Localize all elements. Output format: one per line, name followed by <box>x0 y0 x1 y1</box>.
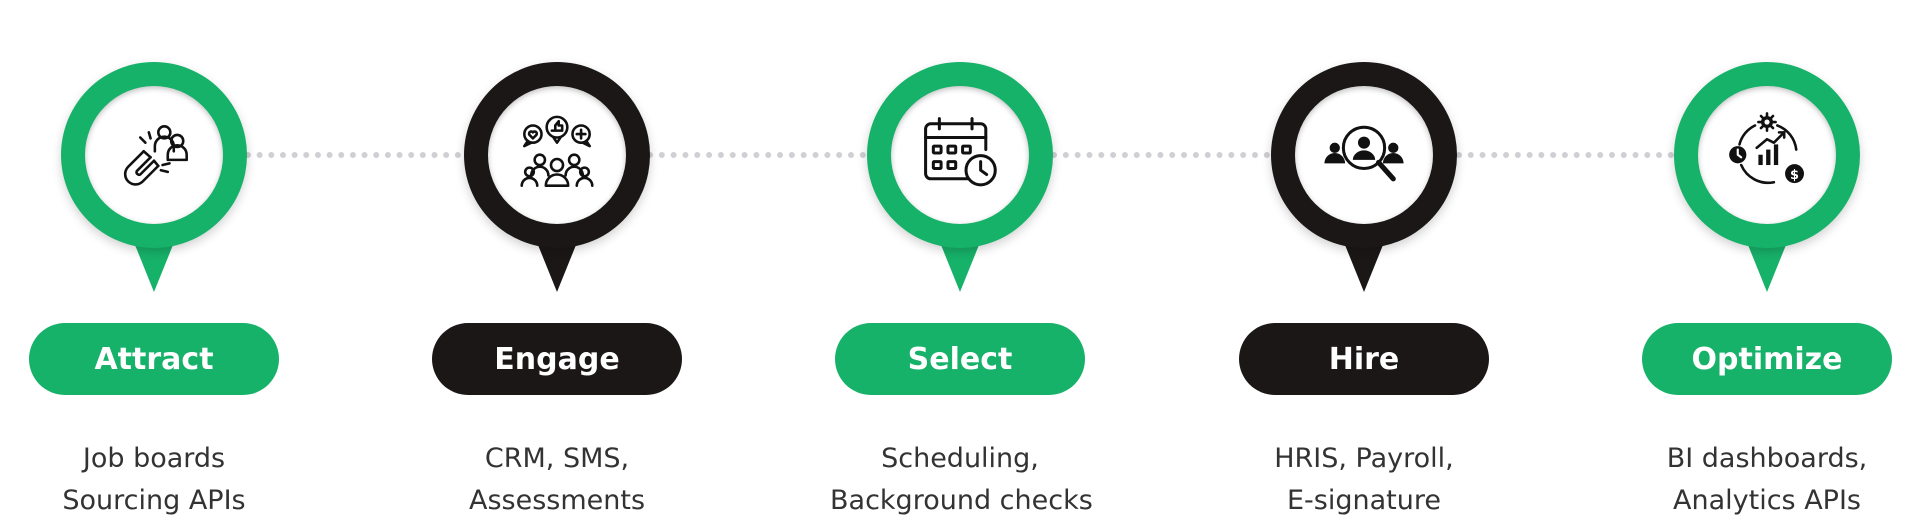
connector-2 <box>647 152 866 158</box>
svg-text:$: $ <box>1790 168 1799 183</box>
step-description: Job boards Sourcing APIs <box>24 438 284 522</box>
step-description: Scheduling, Background checks <box>830 438 1093 522</box>
pin-inner <box>85 86 223 224</box>
pin-tail <box>133 240 175 292</box>
connector-3 <box>1051 152 1270 158</box>
description-line: HRIS, Payroll, <box>1274 443 1454 474</box>
step-title-pill: Engage <box>432 323 682 395</box>
step-hire: Hire HRIS, Payroll, E-signature <box>1234 0 1494 522</box>
step-title-pill: Select <box>835 323 1085 395</box>
calendar-clock-icon <box>917 110 1003 200</box>
step-title-pill: Attract <box>29 323 279 395</box>
analytics-cycle-icon: $ <box>1724 110 1810 200</box>
pin-marker: $ <box>1674 62 1860 248</box>
description-line: Scheduling, <box>881 443 1039 474</box>
pin-tail <box>536 240 578 292</box>
pin-tail <box>1343 240 1385 292</box>
pin-tail <box>1746 240 1788 292</box>
step-description: HRIS, Payroll, E-signature <box>1234 438 1494 522</box>
step-attract: Attract Job boards Sourcing APIs <box>24 0 284 522</box>
pin-marker <box>867 62 1053 248</box>
pin-marker <box>1271 62 1457 248</box>
description-line: Analytics APIs <box>1673 485 1861 516</box>
connector-1 <box>245 152 461 158</box>
step-engage: Engage CRM, SMS, Assessments <box>427 0 687 522</box>
connector-4 <box>1456 152 1674 158</box>
social-engagement-icon <box>514 110 600 200</box>
description-line: Background checks <box>830 485 1093 516</box>
description-line: CRM, SMS, <box>484 443 630 474</box>
pin-inner: $ <box>1698 86 1836 224</box>
step-description: CRM, SMS, Assessments <box>427 438 687 522</box>
description-line: E-signature <box>1287 485 1441 516</box>
description-line: Sourcing APIs <box>62 485 246 516</box>
pin-tail <box>939 240 981 292</box>
step-select: Select Scheduling, Background checks <box>830 0 1093 522</box>
magnet-people-icon <box>111 110 197 200</box>
pin-marker <box>61 62 247 248</box>
description-line: Assessments <box>468 485 646 516</box>
step-title-pill: Hire <box>1239 323 1489 395</box>
step-optimize: $ Optimize BI dashboards, Analytics APIs <box>1637 0 1897 522</box>
step-description: BI dashboards, Analytics APIs <box>1637 438 1897 522</box>
pin-inner <box>488 86 626 224</box>
pin-inner <box>891 86 1029 224</box>
description-line: BI dashboards, <box>1666 443 1868 474</box>
candidate-search-icon <box>1321 110 1407 200</box>
step-title-pill: Optimize <box>1642 323 1892 395</box>
description-line: Job boards <box>82 443 226 474</box>
pin-marker <box>464 62 650 248</box>
pin-inner <box>1295 86 1433 224</box>
